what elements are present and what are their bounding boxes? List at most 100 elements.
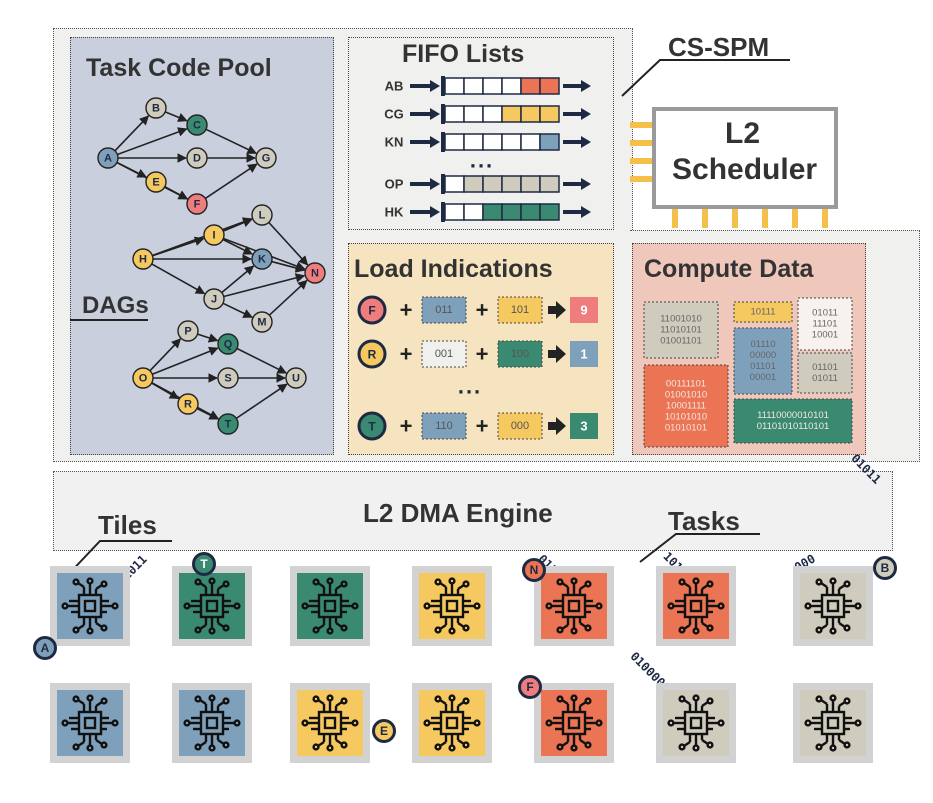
fifo-head-cap (441, 174, 445, 194)
fifo-head-cap (441, 132, 445, 152)
compute-bits: 11010101 (660, 325, 702, 336)
tile-task-badge: B (873, 556, 897, 580)
arrow-right-icon (548, 301, 566, 319)
load-operand-b-label: 100 (511, 348, 529, 360)
dag-node-h (132, 248, 154, 270)
l2-scheduler-label-line1: L2 (725, 117, 761, 150)
compute-bits: 01101 (750, 361, 776, 372)
load-task-label: R (368, 348, 377, 362)
dag-edge (205, 128, 257, 154)
dag-node-s (217, 367, 239, 389)
plus-icon: + (476, 298, 489, 323)
dag-edge (268, 279, 308, 316)
fifo-cell (482, 77, 503, 95)
dag-node-label-t: T (225, 419, 232, 431)
compute-block (733, 398, 853, 444)
compute-data-title: Compute Data (644, 255, 814, 283)
dag-node-m (251, 311, 273, 333)
tile (793, 566, 873, 646)
chip-icon (667, 694, 725, 752)
cs-spm-label: CS-SPM (668, 32, 770, 62)
compute-bits: 01110 (750, 339, 775, 350)
compute-bits: 00001 (750, 372, 776, 383)
compute-block (797, 297, 853, 351)
compute-bits: 11101 (812, 319, 837, 330)
dag-edge (222, 238, 254, 255)
dag-node-label-k: K (258, 254, 266, 266)
arrow-right-icon (548, 417, 566, 435)
dag-node-label-i: I (212, 230, 215, 242)
fifo-arrow-out-head (581, 80, 591, 92)
dag-node-label-c: C (193, 120, 201, 132)
compute-block (733, 301, 793, 323)
fifo-label-hk: HK (385, 205, 404, 220)
dag-node-e (145, 171, 167, 193)
dag-node-label-d: D (193, 153, 201, 165)
fifo-cell (501, 133, 522, 151)
fifo-cell (520, 105, 541, 123)
fifo-cell (539, 77, 560, 95)
dag-edge (235, 383, 288, 420)
compute-bits: 10111 (750, 307, 775, 318)
plus-icon: + (476, 342, 489, 367)
chip-icon (61, 694, 119, 752)
fifo-cell (539, 175, 560, 193)
tile (793, 683, 873, 763)
chip-icon (545, 694, 603, 752)
load-operand-b-label: 000 (511, 420, 529, 432)
fifo-ellipsis: ... (470, 148, 494, 173)
dag-node-t (217, 413, 239, 435)
load-operand-a-label: 011 (435, 304, 453, 316)
tasks-label: Tasks (668, 506, 740, 536)
plus-icon: + (476, 414, 489, 439)
dag-node-label-f: F (194, 199, 201, 211)
dag-node-k (251, 248, 273, 270)
compute-bits: 00111101 (666, 379, 706, 390)
compute-bits: 10001 (812, 330, 838, 341)
tile (50, 683, 130, 763)
load-operand-b-label: 101 (511, 304, 529, 316)
load-ellipsis: ... (458, 374, 482, 399)
fifo-label-op: OP (385, 177, 404, 192)
fifo-cell (463, 203, 484, 221)
load-task-label: T (368, 420, 376, 434)
l2-dma-engine-label: L2 DMA Engine (363, 498, 553, 528)
chip-icon (804, 577, 862, 635)
fifo-cell (539, 133, 560, 151)
dag-node-i (203, 224, 225, 246)
dag-edge (164, 111, 188, 122)
dag-node-label-e: E (152, 177, 159, 189)
load-operand-b (497, 412, 543, 440)
fifo-cell (501, 105, 522, 123)
fifo-arrow-in-head (430, 178, 440, 190)
fifo-cell (501, 203, 522, 221)
dag-edge (117, 127, 188, 156)
fifo-head-cap (441, 202, 445, 222)
load-task-badge (357, 339, 387, 369)
fifo-cell (463, 175, 484, 193)
load-operand-a (421, 296, 467, 324)
fifo-queues: ABCGKNOPHK... (384, 76, 591, 222)
chip-icon (804, 694, 862, 752)
dag-edge (222, 218, 253, 232)
tile (172, 566, 252, 646)
dag-node-label-s: S (224, 373, 231, 385)
compute-bits: 01011 (812, 373, 838, 384)
load-operand-a-label: 110 (435, 420, 453, 432)
arrow-right-icon (548, 345, 566, 363)
tile-task-badge: T (192, 552, 216, 576)
load-indications-title: Load Indications (354, 255, 553, 283)
dag-node-f (186, 193, 208, 215)
compute-bits: 01010101 (665, 423, 707, 434)
dags-label: DAGs (82, 292, 149, 319)
load-indications-panel (348, 243, 614, 455)
tile-task-badge: N (522, 558, 546, 582)
dag-node-l (251, 204, 273, 226)
fifo-cell (520, 203, 541, 221)
dag-edge (196, 407, 220, 420)
compute-bits: 01011 (812, 308, 838, 319)
chip-icon (423, 694, 481, 752)
dags-underline (70, 319, 148, 321)
dag-node-label-a: A (104, 153, 112, 165)
